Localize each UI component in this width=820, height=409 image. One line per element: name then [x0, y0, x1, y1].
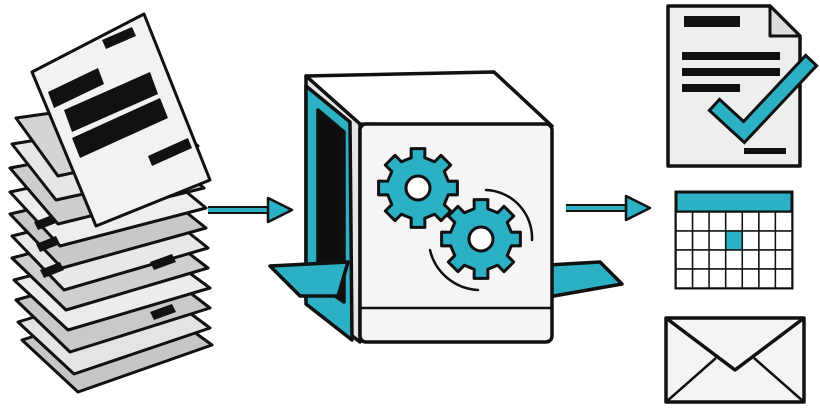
gear-icon — [377, 147, 459, 229]
calendar-day-cell — [691, 249, 710, 270]
calendar-day-cell — [691, 211, 710, 232]
calendar-day-cell — [708, 230, 727, 251]
calendar-day-cell — [691, 268, 710, 289]
calendar-day-cell — [741, 230, 760, 251]
calendar-day-cell — [675, 230, 694, 251]
rotation-arc — [428, 188, 534, 292]
calendar-highlighted-day — [724, 230, 744, 251]
calendar-day-cell — [774, 230, 793, 251]
calendar-day-cell — [708, 211, 727, 232]
calendar-day-cell — [675, 268, 694, 289]
calendar-icon — [674, 190, 794, 290]
calendar-day-cell — [758, 249, 777, 270]
calendar-day-cell — [724, 211, 744, 232]
calendar-day-cell — [675, 249, 694, 270]
calendar-day-cell — [691, 230, 710, 251]
arrow-right-icon — [208, 196, 294, 224]
calendar-day-cell — [708, 268, 727, 289]
calendar-day-cell — [724, 268, 744, 289]
calendar-day-cell — [675, 211, 694, 232]
calendar-day-cell — [774, 268, 793, 289]
calendar-day-cell — [708, 249, 727, 270]
gear-icon — [440, 198, 522, 280]
envelope-icon — [664, 316, 806, 404]
arrow-right-icon — [566, 194, 652, 222]
approved-document-icon — [666, 4, 819, 168]
calendar-day-cell — [741, 268, 760, 289]
checkmark-icon — [707, 53, 819, 145]
calendar-day-cell — [774, 249, 793, 270]
document-stack-icon — [8, 12, 214, 394]
calendar-day-cell — [774, 211, 793, 232]
calendar-day-cell — [741, 249, 760, 270]
calendar-day-cell — [724, 249, 744, 270]
calendar-day-cell — [758, 211, 777, 232]
calendar-day-cell — [758, 230, 777, 251]
calendar-day-cell — [741, 211, 760, 232]
calendar-day-cell — [758, 268, 777, 289]
